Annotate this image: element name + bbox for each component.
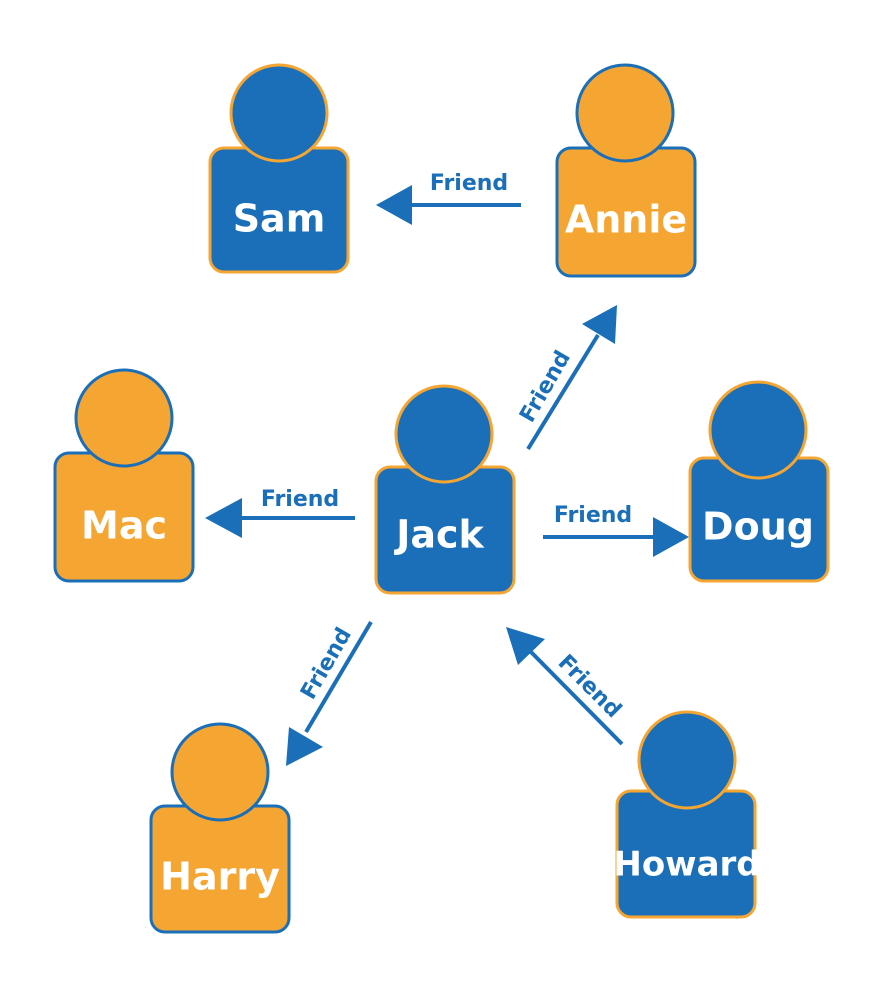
arrowhead-icon (376, 185, 412, 225)
person-node-sam: Sam (208, 63, 350, 274)
person-head-icon (575, 63, 675, 163)
person-head-icon (74, 368, 174, 468)
arrowhead-icon (653, 517, 689, 557)
person-node-howard: Howard (613, 710, 761, 919)
person-node-harry: Harry (149, 722, 291, 934)
person-node-doug: Doug (688, 380, 830, 583)
person-name: Annie (565, 198, 687, 242)
person-head-icon (229, 63, 329, 163)
arrowhead-icon (205, 498, 242, 538)
edge-jack-to-mac: Friend (205, 487, 355, 538)
person-name: Sam (233, 197, 326, 241)
edge-label: Friend (261, 487, 339, 512)
person-node-mac: Mac (53, 368, 195, 583)
person-name: Doug (702, 505, 814, 549)
edge-jack-to-harry: Friend (286, 620, 373, 766)
arrowhead-icon (286, 727, 323, 766)
edge-howard-to-jack: Friend (506, 627, 626, 746)
person-name: Howard (613, 845, 760, 885)
person-head-icon (708, 380, 808, 480)
arrowhead-icon (582, 305, 617, 344)
edge-line (304, 620, 373, 734)
edge-label: Friend (554, 503, 632, 528)
person-node-jack: Jack (374, 384, 516, 595)
edge-line (529, 650, 624, 746)
edge-label: Friend (430, 171, 508, 196)
person-node-annie: Annie (555, 63, 697, 278)
person-head-icon (170, 722, 270, 822)
edge-jack-to-annie: Friend (515, 305, 617, 451)
edge-jack-to-doug: Friend (543, 503, 689, 557)
edge-annie-to-sam: Friend (376, 171, 521, 225)
arrowhead-icon (506, 627, 545, 665)
person-name: Jack (393, 513, 484, 557)
edge-line (526, 333, 600, 451)
person-head-icon (637, 710, 737, 810)
person-name: Mac (81, 504, 167, 548)
person-name: Harry (160, 855, 280, 899)
person-head-icon (394, 384, 494, 484)
